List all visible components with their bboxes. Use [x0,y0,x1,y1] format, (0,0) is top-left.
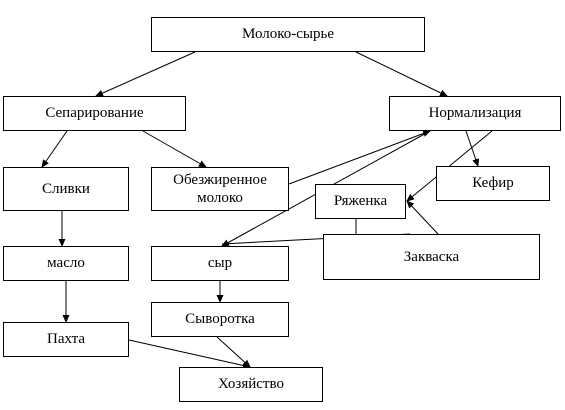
node-starter-culture: Закваска [323,234,540,280]
node-kefir: Кефир [436,166,550,201]
node-farm: Хозяйство [179,367,323,402]
node-buttermilk: Пахта [3,322,129,357]
node-skim-milk: Обезжиренное молоко [151,167,289,211]
node-ryazhenka: Ряженка [315,184,406,219]
node-normalization: Нормализация [389,96,561,131]
node-cheese: сыр [151,246,289,281]
node-separation: Сепарирование [3,96,186,131]
node-whey: Сыворотка [151,302,289,337]
node-cream: Сливки [3,167,129,211]
node-milk-raw: Молоко-сырье [151,17,425,52]
node-butter: масло [3,246,129,281]
